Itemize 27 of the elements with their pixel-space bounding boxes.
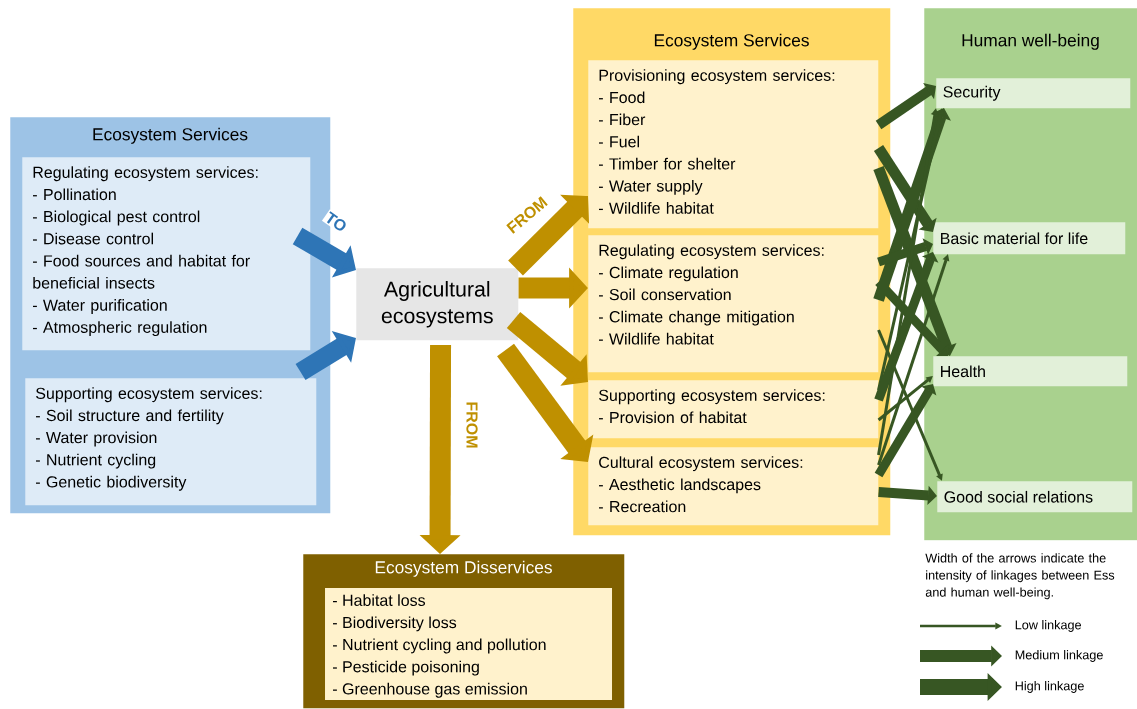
arrow: [497, 343, 594, 462]
legend-text: Medium linkage: [1015, 650, 1103, 662]
outcome-box: Basic material for life: [933, 222, 1126, 255]
process-box: Agricultural ecosystems: [356, 268, 519, 341]
edge-label: TO: [321, 209, 351, 235]
legend-text: High linkage: [1015, 681, 1084, 693]
outcome-box: Good social relations: [937, 481, 1133, 513]
outcome-box: Security: [936, 78, 1131, 109]
arrow: [877, 254, 950, 466]
arrow: [875, 82, 936, 130]
note: Width of the arrows indicate the intensity of linkages between Ess and human well-being.: [925, 553, 1115, 600]
panel: Ecosystem Disservices - Habitat loss - Biodiversity loss - Nutrient cycling and pollution - Pesticide poisoning - Greenhouse gas emission: [303, 554, 625, 709]
outcome-box: Health: [933, 356, 1128, 387]
list-box: Regulating ecosystem services: - Climate regulation - Soil conservation - Climate change mitigation - Wildlife habitat: [588, 235, 879, 373]
arrow: [877, 329, 943, 481]
arrow: [877, 238, 933, 267]
list-box: Regulating ecosystem services: - Pollination - Biological pest control - Disease control - Food sources and habitat for beneficial insects - Water purification - Atmospheric regulation: [22, 157, 311, 351]
arrow: [873, 145, 937, 232]
list-box: Supporting ecosystem services: - Soil structure and fertility - Water provision - Nutrient cycling - Genetic biodiversity: [25, 378, 317, 506]
arrow: [873, 166, 957, 356]
arrow: [877, 376, 933, 422]
list-box: Provisioning ecosystem services: - Food - Fiber - Fuel - Timber for shelter - Water supply - Wildlife habitat: [588, 60, 879, 229]
list-box: Supporting ecosystem services: - Provision of habitat: [588, 380, 879, 439]
list-box: Cultural ecosystem services: - Aesthetic landscapes - Recreation: [588, 447, 879, 526]
arrow: [875, 278, 949, 357]
edge-label: FROM: [465, 400, 479, 450]
legend-text: Low linkage: [1015, 620, 1082, 632]
